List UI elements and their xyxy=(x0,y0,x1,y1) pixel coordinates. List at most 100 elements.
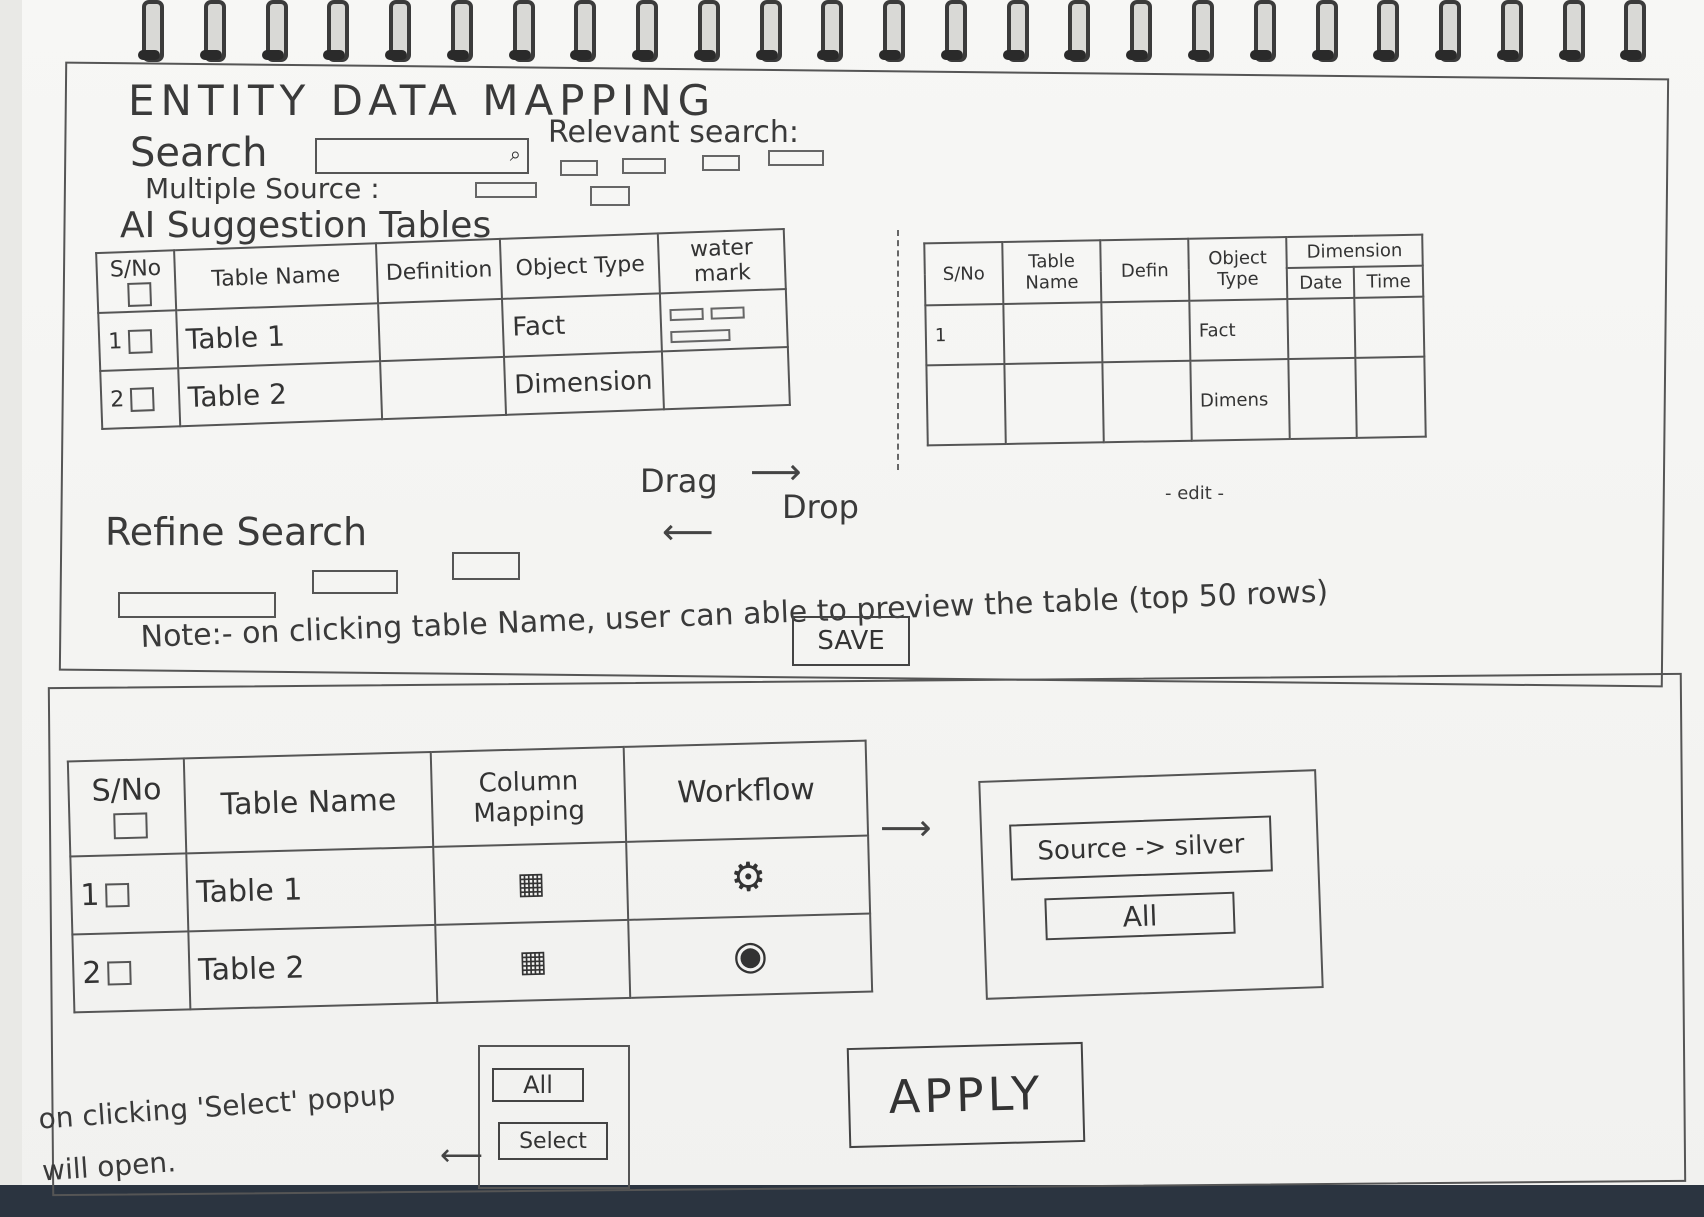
spiral-ring xyxy=(1118,0,1156,62)
workflow-cell[interactable]: ⚙ xyxy=(626,835,871,920)
col-workflow: Workflow xyxy=(624,740,869,842)
col-watermark: water mark xyxy=(658,229,786,294)
date-cell[interactable] xyxy=(1287,297,1356,360)
spiral-ring xyxy=(1612,0,1650,62)
definition-cell xyxy=(1101,300,1191,363)
spiral-ring xyxy=(871,0,909,62)
relevant-chip-2[interactable] xyxy=(622,158,666,174)
row-sno: 1 xyxy=(70,853,189,935)
table-name-link[interactable]: Table 2 xyxy=(177,361,382,427)
definition-cell xyxy=(379,356,507,420)
workflow-cell[interactable]: ◉ xyxy=(628,913,873,998)
column-mapping-cell[interactable]: ▦ xyxy=(435,919,631,1003)
search-icon[interactable]: ⌕ xyxy=(509,142,521,166)
definition-cell xyxy=(377,298,505,362)
col-object-type: Object Type xyxy=(1188,237,1288,301)
col-sno: S/No xyxy=(67,758,187,857)
spiral-ring xyxy=(192,0,230,62)
mapping-table: S/No Table Name Column Mapping Workflow … xyxy=(67,740,873,1014)
col-table-name: Table Name xyxy=(183,751,434,854)
divider-line xyxy=(897,230,899,470)
row-checkbox[interactable] xyxy=(107,960,132,986)
source-chip-2[interactable] xyxy=(590,186,630,206)
refine-input-2[interactable] xyxy=(312,570,398,594)
search-input[interactable]: ⌕ xyxy=(315,138,529,174)
col-date: Date xyxy=(1286,266,1355,300)
relevant-chip-1[interactable] xyxy=(560,160,598,176)
column-mapping-cell[interactable]: ▦ xyxy=(433,841,629,925)
workflow-settings-icon[interactable]: ⚙ xyxy=(729,854,767,902)
paper-edge xyxy=(0,0,22,1217)
row-sno: 2 xyxy=(72,931,191,1013)
ai-suggestion-label: AI Suggestion Tables xyxy=(120,205,492,246)
select-all-checkbox[interactable] xyxy=(126,282,152,307)
workflow-all-button[interactable]: All xyxy=(1044,891,1236,941)
col-dimension: Dimension xyxy=(1286,234,1423,269)
spiral-ring xyxy=(315,0,353,62)
spiral-ring xyxy=(1304,0,1342,62)
spiral-ring xyxy=(686,0,724,62)
col-definition: Defin xyxy=(1100,238,1190,303)
select-all-checkbox[interactable] xyxy=(113,812,148,840)
grid-icon[interactable]: ▦ xyxy=(516,865,546,902)
workflow-arrow-icon: ⟶ xyxy=(880,808,932,849)
spiral-ring xyxy=(748,0,786,62)
multiple-source-label: Multiple Source : xyxy=(145,172,380,205)
relevant-chip-4[interactable] xyxy=(768,150,824,166)
table-name-link[interactable]: Table 2 xyxy=(188,924,438,1010)
watermark-cell[interactable] xyxy=(660,289,788,352)
time-cell[interactable] xyxy=(1354,296,1425,358)
popup-select-button[interactable]: Select xyxy=(498,1122,608,1160)
spiral-ring xyxy=(624,0,662,62)
spiral-ring xyxy=(130,0,168,62)
workflow-view-icon[interactable]: ◉ xyxy=(732,932,769,980)
spiral-binding xyxy=(130,0,1650,70)
object-type-cell: Dimension xyxy=(504,351,665,415)
drag-label: Drag xyxy=(640,462,718,500)
row-sno: 2 xyxy=(100,368,180,429)
popup-all-button[interactable]: All xyxy=(492,1068,584,1102)
object-type-cell: Fact xyxy=(502,293,663,357)
search-label: Search xyxy=(130,130,268,176)
source-silver-button[interactable]: Source -> silver xyxy=(1009,815,1273,881)
col-definition: Definition xyxy=(375,238,503,304)
grid-icon[interactable]: ▦ xyxy=(518,943,548,980)
apply-button[interactable]: APPLY xyxy=(846,1041,1086,1149)
table-name-cell xyxy=(1004,362,1104,444)
edit-link[interactable]: - edit - xyxy=(1165,483,1224,504)
refine-input-3[interactable] xyxy=(452,552,520,580)
col-object-type: Object Type xyxy=(500,233,661,299)
relevant-chip-3[interactable] xyxy=(702,155,740,171)
row-checkbox[interactable] xyxy=(105,882,130,908)
col-table-name: Table Name xyxy=(1002,240,1102,304)
notebook-cover xyxy=(0,1185,1704,1217)
spiral-ring xyxy=(1427,0,1465,62)
refine-input-1[interactable] xyxy=(118,592,276,618)
col-sno: S/No xyxy=(924,241,1004,306)
table-name-link[interactable]: Table 1 xyxy=(186,846,436,932)
spiral-ring xyxy=(1551,0,1589,62)
workflow-panel xyxy=(978,769,1324,1000)
col-column-mapping: Column Mapping xyxy=(430,746,627,847)
save-button[interactable]: SAVE xyxy=(792,616,910,666)
relevant-search-label: Relevant search: xyxy=(548,115,799,150)
date-cell[interactable] xyxy=(1288,357,1358,440)
spiral-ring xyxy=(933,0,971,62)
drop-label: Drop xyxy=(782,488,859,526)
row-sno: 1 xyxy=(925,303,1005,366)
table-name-link[interactable]: Table 1 xyxy=(175,303,380,369)
row-checkbox[interactable] xyxy=(129,386,155,412)
row-checkbox[interactable] xyxy=(127,328,153,354)
spiral-ring xyxy=(1056,0,1094,62)
spiral-ring xyxy=(995,0,1033,62)
time-cell[interactable] xyxy=(1355,356,1426,438)
definition-cell xyxy=(1102,360,1192,443)
spiral-ring xyxy=(1489,0,1527,62)
drag-arrow-icon: ⟶ xyxy=(750,452,802,493)
table-row[interactable]: 1 Fact xyxy=(925,296,1425,366)
object-type-cell: Fact xyxy=(1189,299,1289,361)
table-row[interactable]: Dimens xyxy=(926,356,1426,446)
source-chip-1[interactable] xyxy=(475,182,537,198)
popup-pointer-icon: ⟵ xyxy=(440,1138,484,1173)
